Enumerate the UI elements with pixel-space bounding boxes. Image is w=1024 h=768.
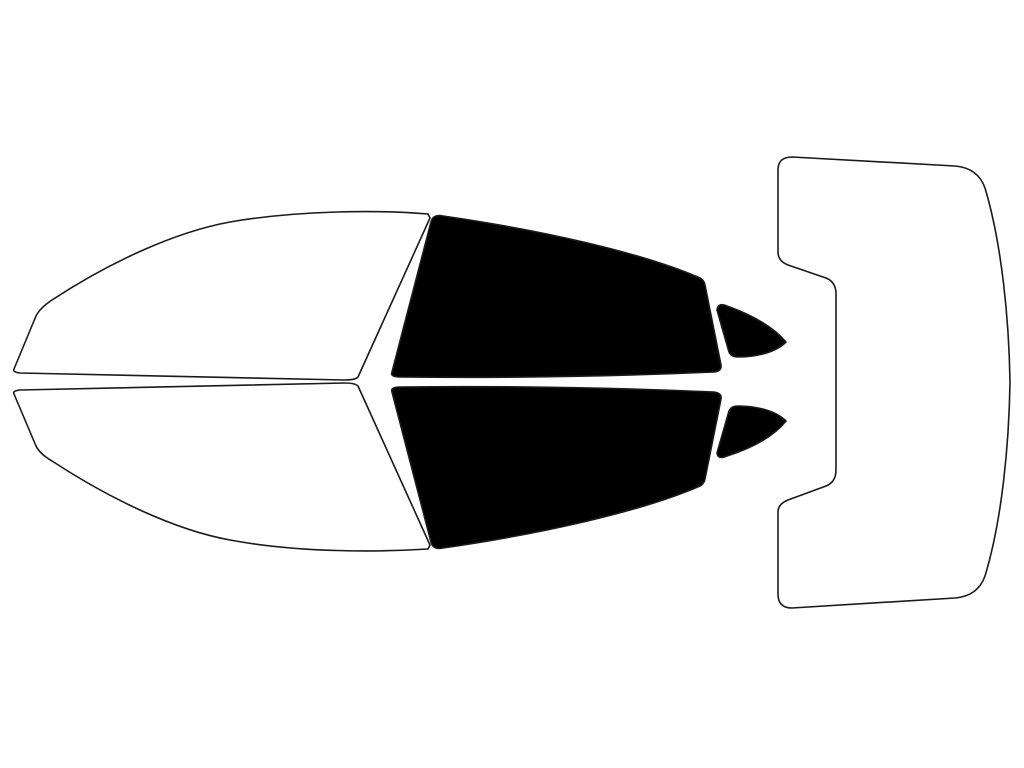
quarter-glass-top: [716, 303, 787, 358]
quarter-glass-bottom: [716, 405, 787, 459]
rear-window-bottom: [390, 385, 722, 550]
front-window-top: [12, 210, 431, 381]
rear-window-top: [390, 214, 722, 379]
rear-windshield: [777, 156, 1011, 609]
front-window-bottom: [12, 382, 431, 552]
